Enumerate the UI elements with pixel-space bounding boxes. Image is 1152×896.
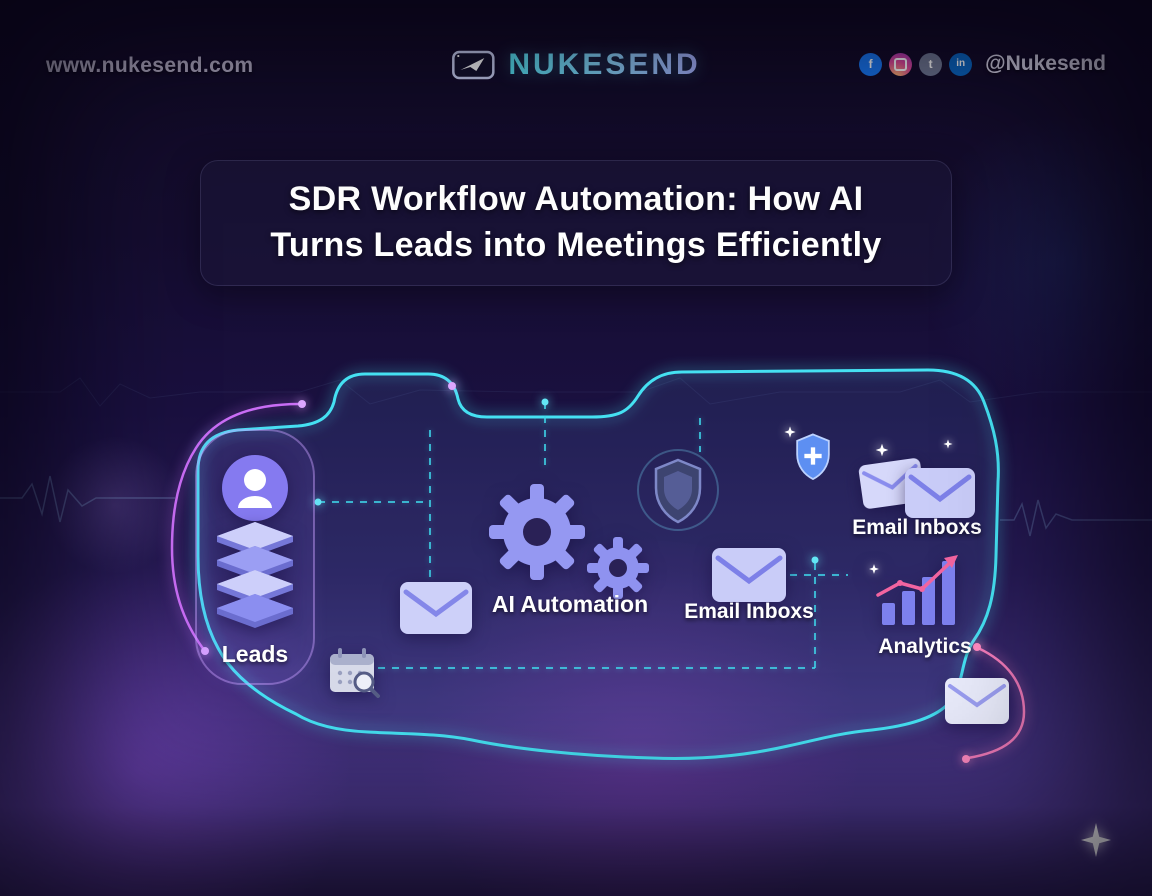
linkedin-icon: in: [949, 52, 973, 76]
ai-automation-node: AI Automation: [489, 484, 649, 617]
gear-large-icon: [489, 484, 585, 580]
title-card: SDR Workflow Automation: How AI Turns Le…: [200, 160, 952, 286]
junction-dot: [314, 498, 322, 506]
wire-dot: [962, 755, 970, 763]
email-inboxs-top-label: Email Inboxs: [852, 516, 982, 539]
envelope-icon-front: [905, 468, 975, 518]
envelope-icon-center: [712, 548, 786, 602]
email-inboxs-top-node: Email Inboxs: [852, 439, 982, 539]
corner-sparkle-icon: [1081, 823, 1111, 857]
wire-dot: [201, 647, 209, 655]
twitter-icon: t: [919, 52, 943, 76]
nukesend-logo-icon: [452, 50, 495, 80]
junction-dot: [541, 398, 549, 406]
leads-stack-icon: [217, 522, 293, 628]
sparkle-icon: [784, 426, 796, 438]
bar-chart-icon: [869, 555, 958, 625]
wire-dot: [448, 382, 456, 390]
leads-node: Leads: [195, 429, 315, 685]
junction-dot: [811, 556, 819, 564]
wire-dot: [973, 643, 981, 651]
shield-plus-icon: [796, 433, 830, 481]
email-inboxs-center-node: Email Inboxs: [684, 548, 814, 623]
website-url: www.nukesend.com: [46, 54, 254, 77]
waveform-faint: [0, 377, 1152, 407]
brand-lockup: NUKESEND: [451, 48, 700, 82]
shield-dark-icon: [637, 449, 719, 531]
sparkle-icon: [943, 439, 953, 449]
sparkle-icon: [875, 443, 889, 457]
analytics-node: Analytics: [869, 555, 972, 658]
waveform-left: [0, 475, 175, 523]
gear-small-icon: [587, 537, 649, 599]
social-handle: @Nukesend: [985, 52, 1106, 75]
wire-dot: [298, 400, 306, 408]
calendar-search-icon: [330, 648, 380, 698]
title-line-1: SDR Workflow Automation: How AI: [288, 180, 864, 218]
leads-label: Leads: [222, 641, 288, 667]
purple-accent-wire: [170, 402, 301, 651]
pink-accent-wire: [967, 646, 1026, 760]
ai-automation-label: AI Automation: [492, 591, 648, 617]
waveform-right: [1000, 499, 1152, 537]
facebook-icon: f: [859, 52, 883, 76]
envelope-icon-bottom-right: [945, 678, 1009, 724]
social-bar: f t in @Nukesend: [859, 52, 1106, 76]
instagram-icon: [889, 52, 913, 76]
title-line-2: Turns Leads into Meetings Efficiently: [270, 225, 882, 264]
envelope-icon-left: [400, 582, 472, 634]
brand-name: NUKESEND: [508, 48, 701, 81]
analytics-label: Analytics: [878, 635, 971, 658]
leads-avatar-icon: [222, 455, 288, 521]
email-inboxs-center-label: Email Inboxs: [684, 600, 814, 623]
